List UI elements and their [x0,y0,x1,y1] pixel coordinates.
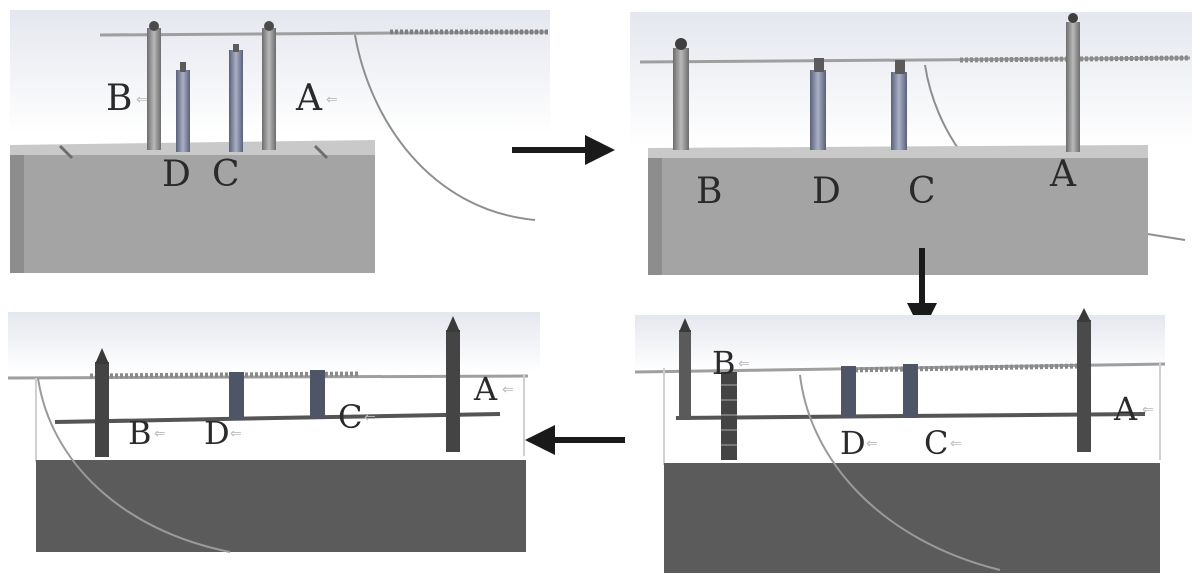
background-haze [630,12,1192,147]
rod-c [903,364,918,418]
crossbar [54,412,501,424]
label-b: B [106,78,132,119]
label-d: D [162,154,191,195]
label-a: A [473,370,498,408]
label-c: C [212,154,240,195]
rod-d [841,366,856,418]
marker-glyph: ⇐ [364,410,376,426]
block-side-face [648,158,662,275]
label-c: C [908,171,936,212]
rod-a [262,28,276,150]
block-side-face [10,155,24,273]
label-d: D [812,171,841,212]
marker-glyph: ⇐ [738,356,750,372]
panel-2: B D C A [630,12,1192,275]
label-c: C [338,398,362,436]
rod-cap [675,38,687,50]
guide-wire [99,30,549,37]
marker-glyph: ⇐ [326,92,338,108]
label-b: B [128,414,152,452]
rod-a [1077,320,1091,452]
label-a: A [295,78,323,119]
rod-c [229,50,243,152]
rod-b [147,28,161,150]
block-front-face [648,158,1148,275]
rod-b-post [679,330,691,420]
marker-glyph: ⇐ [1142,402,1154,418]
rod-tip [233,44,239,52]
marker-glyph: ⇐ [502,382,514,398]
rod-a [1066,22,1080,152]
panel-3: B ⇐ D ⇐ C ⇐ A ⇐ [634,308,1166,573]
rod-tip [814,58,824,72]
rod-cap [1077,308,1091,322]
label-b: B [712,344,736,382]
rod-tip [895,60,905,74]
block-front-face [664,463,1160,573]
rod-d [229,372,244,420]
background-haze [635,315,1165,370]
rod-cap [264,21,274,31]
label-c: C [924,424,948,462]
panel-4: B ⇐ D ⇐ C ⇐ A ⇐ [7,312,540,553]
marker-glyph: ⇐ [136,92,148,108]
label-a: A [1113,390,1138,428]
rod-c [891,72,907,150]
guide-wire [639,56,1191,64]
block-front-face [36,460,526,552]
curved-cable [799,374,1001,571]
marker-glyph: ⇐ [866,436,878,452]
rod-cap [679,318,691,332]
rod-d [810,70,826,150]
label-d: D [840,424,866,462]
rod-c [310,370,325,418]
rod-cap [149,21,159,31]
label-a: A [1049,154,1077,195]
label-d: D [204,414,230,452]
marker-glyph: ⇐ [950,436,962,452]
rod-b [673,48,689,150]
background-haze [8,312,540,372]
rod-cap [1068,13,1078,23]
slot-mark [313,144,329,160]
block-top-face [648,145,1148,160]
rod-d [176,70,190,152]
curved-cable [37,377,231,553]
block-front-face [10,155,375,273]
label-b: B [696,171,722,212]
rod-b [95,362,109,457]
marker-glyph: ⇐ [230,426,242,442]
spring-segment [849,363,1081,373]
marker-glyph: ⇐ [154,426,166,442]
rod-cap [95,348,109,364]
rod-a [446,330,460,452]
background-haze [10,10,550,135]
curved-cable [354,34,536,221]
panel-1: B ⇐ D C A ⇐ [10,10,550,273]
rod-tip [180,62,186,72]
rod-cap [446,316,460,332]
slot-mark [58,144,74,160]
